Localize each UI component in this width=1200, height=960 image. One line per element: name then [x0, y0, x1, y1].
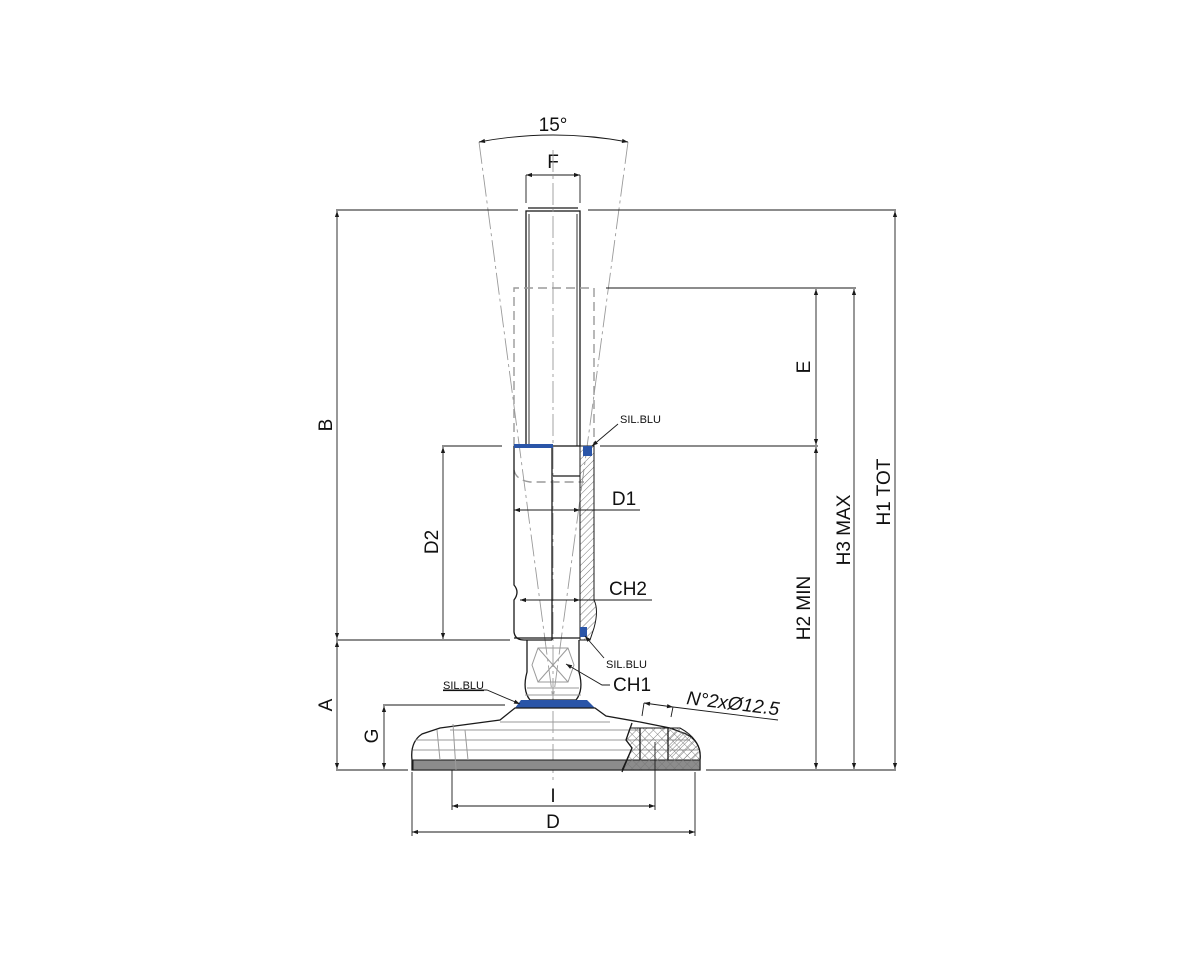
- dimension-F: [525, 172, 581, 203]
- callout-seal-mid: SIL.BLU: [606, 659, 647, 671]
- dimension-D2: [440, 445, 502, 639]
- body-hex: [513, 444, 597, 641]
- callout-seal-base: SIL.BLU: [443, 680, 484, 692]
- dim-label-A: A: [316, 698, 337, 711]
- dimension-G: [381, 704, 505, 769]
- dim-label-E: E: [794, 361, 815, 374]
- seal-top-left: [514, 444, 553, 448]
- dimension-B: [334, 211, 510, 641]
- dim-label-H1: H1 TOT: [874, 458, 895, 525]
- base-plate: [411, 700, 701, 773]
- leader-seal-mid: [584, 635, 605, 659]
- holes-label: N°2xØ12.5: [685, 688, 780, 720]
- seal-top-right: [583, 446, 592, 456]
- tilt-angle-lines: [478, 134, 629, 701]
- dim-label-D2: D2: [422, 530, 443, 554]
- callout-seal-top: SIL.BLU: [620, 414, 661, 426]
- dim-label-CH2: CH2: [609, 579, 647, 600]
- dim-label-H2: H2 MIN: [794, 576, 815, 640]
- seal-mid: [580, 627, 587, 637]
- dim-label-H3: H3 MAX: [834, 494, 855, 565]
- seal-base: [515, 700, 595, 708]
- holes-callout: [641, 701, 779, 721]
- dim-label-CH1: CH1: [613, 675, 651, 696]
- dim-label-G: G: [362, 729, 383, 744]
- leader-seal-top: [591, 423, 619, 447]
- dim-label-D: D: [546, 812, 560, 833]
- dim-label-I: I: [550, 786, 555, 807]
- angle-label: 15°: [539, 115, 568, 136]
- leader-seal-base: [443, 689, 521, 705]
- dimension-D: [411, 772, 696, 836]
- dim-label-B: B: [316, 419, 337, 432]
- leader-CH1: [565, 663, 610, 686]
- dimension-I: [451, 742, 656, 810]
- dim-label-D1: D1: [612, 489, 636, 510]
